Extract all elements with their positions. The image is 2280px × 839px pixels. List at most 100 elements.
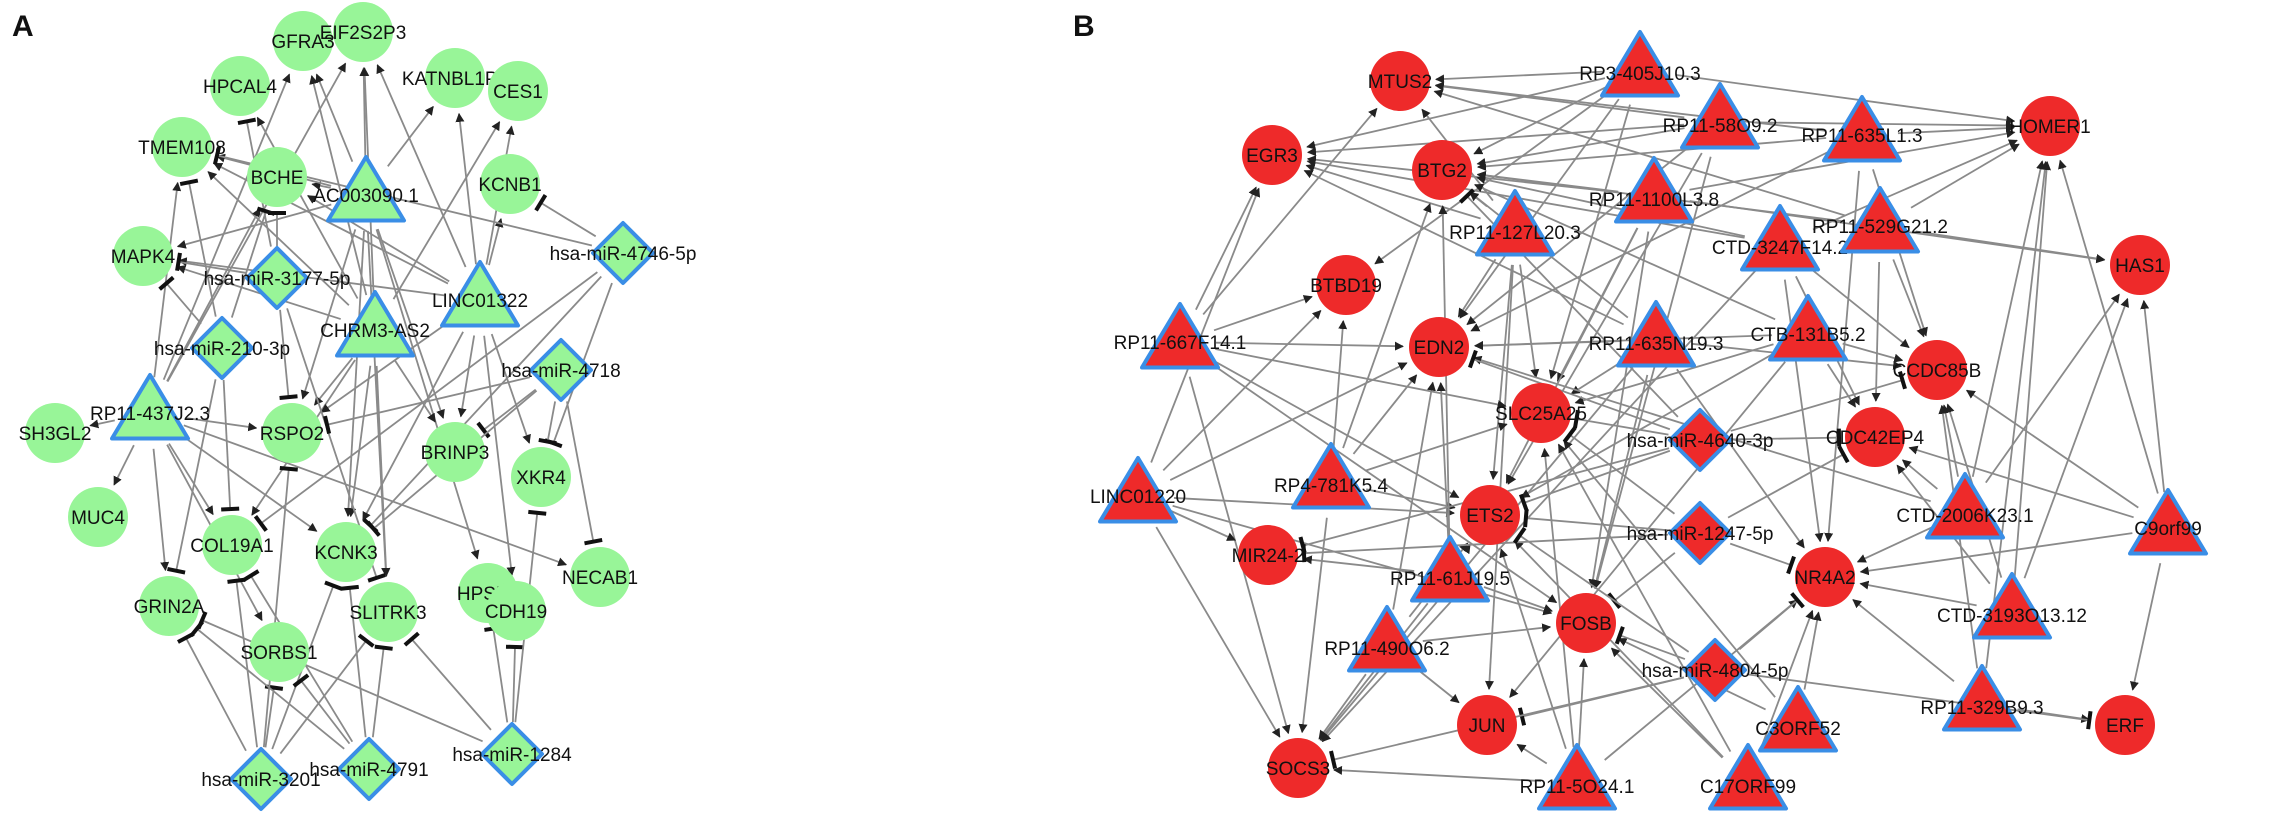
inhibition-edge-hsa-mir-3201-to-slitrk3 — [279, 640, 367, 755]
activation-edge-rp11-437j2-3-to-bche — [166, 207, 261, 382]
activation-edge-rp11-127l20-3-to-ets2 — [1489, 264, 1513, 481]
circle-node-bche: BCHE — [247, 147, 307, 207]
circle-shape — [1907, 340, 1967, 400]
triangle-node-rp3-405j10-3: RP3-405J10.3 — [1579, 30, 1701, 98]
activation-edge-rp11-529g21-2-to-has1 — [1915, 230, 2106, 263]
diamond-shape — [337, 737, 401, 801]
circle-shape — [152, 117, 212, 177]
inhibition-edge-hsa-mir-3177-5p-to-mapk4 — [178, 260, 246, 274]
node-label: SOCS3 — [1266, 759, 1330, 780]
activation-edge-rp11-667f14-1-to-btbd19 — [1213, 295, 1313, 332]
inhibition-edge-hsa-mir-1247-5p-to-slc25a25 — [1569, 433, 1676, 515]
diamond-node-hsa-mir-4791: hsa-miR-4791 — [309, 737, 429, 801]
node-label: SORBS1 — [240, 643, 317, 664]
activation-edge-rp11-635l1-3-to-homer1 — [1897, 123, 2015, 135]
circle-node-cdh19: CDH19 — [485, 581, 547, 641]
circle-shape — [262, 403, 322, 463]
circle-node-socs3: SOCS3 — [1266, 738, 1330, 798]
node-label: MAPK4 — [111, 247, 176, 268]
triangle-node-rp11-490o6-2: RP11-490O6.2 — [1324, 605, 1450, 673]
inhibition-edge-hsa-mir-210-3p-to-bche — [230, 210, 267, 318]
activation-edge-rp11-490o6-2-to-fosb — [1422, 623, 1552, 642]
inhibition-bar-fosb — [1614, 626, 1625, 645]
circle-shape — [249, 622, 309, 682]
activation-edge-linc01322-to-xkr4 — [490, 333, 531, 444]
triangle-shape — [440, 260, 520, 328]
inhibition-bar-ets2 — [1518, 493, 1529, 513]
circle-shape — [1511, 383, 1571, 443]
inhibition-bar-slitrk3 — [403, 631, 420, 647]
inhibition-edge-hsa-mir-4804-5p-to-ets2 — [1519, 534, 1690, 653]
circle-shape — [358, 582, 418, 642]
activation-edge-rp11-490o6-2-to-edn2 — [1392, 381, 1436, 610]
inhibition-edge-hsa-mir-4791-to-grin2a — [196, 628, 345, 750]
activation-edge-rp3-405j10-3-to-egr3 — [1306, 77, 1606, 150]
inhibition-edge-hsa-mir-1284-to-cdh19 — [511, 646, 516, 723]
activation-edge-ctd-3247f14-2-to-btg2 — [1476, 175, 1746, 238]
diamond-node-hsa-mir-1284: hsa-miR-1284 — [452, 722, 572, 786]
activation-edge-chrm3-as2-to-kcnk3 — [347, 365, 372, 518]
circle-shape — [202, 515, 262, 575]
circle-node-ets2: ETS2 — [1460, 485, 1520, 545]
diamond-shape — [1683, 638, 1747, 702]
circle-shape — [333, 2, 393, 62]
inhibition-edge-hsa-mir-3201-to-col19a1 — [235, 580, 258, 748]
circle-node-mir24-2: MIR24-2 — [1232, 525, 1304, 585]
activation-edge-linc01220-to-mir24-2 — [1170, 510, 1237, 541]
inhibition-edge-hsa-mir-1247-5p-to-cdc42ep4 — [1727, 453, 1844, 519]
circle-shape — [113, 226, 173, 286]
node-label: SLITRK3 — [349, 603, 426, 624]
circle-shape — [425, 48, 485, 108]
triangle-shape — [1410, 535, 1490, 603]
inhibition-edge-hsa-mir-4718-to-brinp3 — [482, 388, 537, 431]
node-label: COL19A1 — [190, 536, 273, 557]
node-label: AC003090.1 — [313, 186, 419, 207]
triangle-shape — [1616, 300, 1696, 368]
triangle-node-ctd-2006k23-1: CTD-2006K23.1 — [1896, 472, 2034, 540]
node-label: C17ORF99 — [1700, 777, 1796, 798]
inhibition-edge-hsa-mir-3201-to-rspo2 — [262, 468, 290, 748]
inhibition-bar-necab1 — [584, 537, 603, 546]
node-label: SH3GL2 — [19, 424, 92, 445]
activation-edge-rp11-437j2-3-to-col19a1 — [168, 443, 214, 516]
node-label: CTD-3247F14.2 — [1712, 238, 1848, 259]
panel-letter-b: B — [1073, 10, 1095, 43]
diamond-node-hsa-mir-3177-5p: hsa-miR-3177-5p — [204, 246, 351, 310]
inhibition-bar-slitrk3 — [367, 573, 386, 583]
node-label: CDH19 — [485, 602, 547, 623]
circle-shape — [511, 447, 571, 507]
activation-edge-ctd-2006k23-1-to-cdc42ep4 — [1901, 459, 1938, 490]
circle-shape — [425, 422, 485, 482]
circle-shape — [139, 576, 199, 636]
diamond-shape — [229, 747, 293, 811]
inhibition-bar-mir24-2 — [1301, 544, 1307, 563]
diamond-shape — [529, 338, 593, 402]
triangle-node-rp11-529g21-2: RP11-529G21.2 — [1812, 186, 1948, 254]
activation-edge-rp11-635n19-3-to-egr3 — [1303, 169, 1624, 326]
inhibition-bar-edn2 — [1468, 349, 1478, 369]
activation-edge-rp11-667f14-1-to-egr3 — [1195, 186, 1257, 311]
circle-node-necab1: NECAB1 — [562, 547, 638, 607]
inhibition-bar-col19a1 — [221, 506, 240, 512]
activation-edge-rp11-127l20-3-to-edn2 — [1457, 258, 1497, 318]
inhibition-edge-hsa-mir-4791-to-sorbs1 — [300, 679, 351, 745]
activation-edge-ctd-3193o13-12-to-homer1 — [2013, 160, 2052, 577]
activation-edge-linc01322-to-brinp3 — [457, 335, 476, 418]
inhibition-edge-hsa-mir-1247-5p-to-nr4a2 — [1729, 542, 1792, 566]
triangle-node-ac003090-1: AC003090.1 — [313, 155, 419, 223]
activation-edge-linc01322-to-kcnb1 — [488, 217, 504, 266]
node-label: HPCAL4 — [203, 77, 277, 98]
activation-edge-c3orf52-to-slc25a25 — [1563, 440, 1776, 698]
inhibition-bar-mapk4 — [158, 275, 175, 291]
inhibition-bar-mapk4 — [175, 252, 182, 272]
circle-shape — [480, 154, 540, 214]
activation-edge-ctb-131b5-2-to-edn2 — [1474, 334, 1773, 350]
activation-edge-rp11-437j2-3-to-muc4 — [113, 444, 135, 486]
circle-shape — [68, 487, 128, 547]
activation-edge-ac003090-1-to-brinp3 — [376, 228, 445, 419]
node-label: GFRA3 — [271, 32, 334, 53]
node-label: hsa-miR-3177-5p — [204, 269, 351, 290]
circle-node-eif2s2p3: EIF2S2P3 — [320, 2, 406, 62]
circle-node-homer1: HOMER1 — [2009, 96, 2091, 156]
